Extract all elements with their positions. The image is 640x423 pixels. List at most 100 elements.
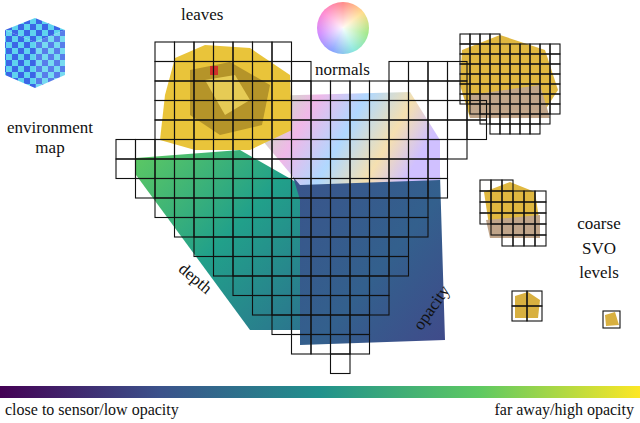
colorbar-label: close to sensor/low opacity [5,400,179,419]
grid-cell [155,101,175,121]
grid-cell [527,306,542,321]
grid-cell [409,120,429,140]
grid-cell [550,104,560,114]
grid-cell [272,42,292,62]
part-label: normals [315,60,370,80]
grid-cell [530,54,540,64]
grid-cell [214,62,234,82]
grid-cell [603,311,620,328]
grid-cell [214,179,234,199]
grid-cell [175,159,195,179]
grid-cell [331,101,351,121]
grid-cell [550,54,560,64]
grid-cell [331,237,351,257]
grid-cell [470,74,480,84]
grid-cell [194,159,214,179]
grid-cell [311,159,331,179]
grid-cell [331,276,351,296]
grid-cell [428,159,448,179]
grid-cell [428,101,448,121]
grid-cell [350,276,370,296]
grid-cell [175,81,195,101]
grid-cell [370,101,390,121]
grid-cell [550,74,560,84]
grid-cell [524,213,535,224]
grid-cell [233,62,253,82]
grid-cell [155,179,175,199]
grid-cell [136,140,156,160]
grid-cell [520,74,530,84]
grid-cell [370,120,390,140]
grid-cell [524,235,535,246]
grid-cell [272,276,292,296]
grid-cell [311,81,331,101]
grid-cell [502,235,513,246]
grid-cell [214,81,234,101]
grid-cell [272,159,292,179]
grid-cell [500,54,510,64]
grid-cell [253,198,273,218]
grid-cell [350,315,370,335]
grid-cell [490,74,500,84]
grid-cell [428,81,448,101]
grid-cell [350,198,370,218]
grid-cell [467,120,487,140]
grid-cell [194,198,214,218]
grid-cell [350,218,370,238]
grid-cell [233,159,253,179]
grid-cell [194,218,214,238]
grid-cell [214,42,234,62]
grid-cell [233,276,253,296]
grid-cell [350,296,370,316]
grid-cell [500,64,510,74]
grid-cell [480,74,490,84]
grid-cell [540,104,550,114]
grid-cell [272,218,292,238]
grid-cell [311,315,331,335]
grid-cell [502,202,513,213]
grid-cell [331,140,351,160]
grid-cell [311,335,331,355]
grid-cell [540,114,550,124]
grid-cell [272,81,292,101]
grid-cell [331,159,351,179]
grid-cell [253,237,273,257]
grid-cell [535,235,546,246]
grid-cell [292,315,312,335]
grid-cell [194,42,214,62]
grid-cell [513,202,524,213]
grid-cell [500,104,510,114]
grid-cell [491,202,502,213]
grid-cell [520,94,530,104]
grid-cell [331,120,351,140]
grid-cell [530,94,540,104]
grid-cell [311,120,331,140]
grid-cell [272,140,292,160]
grid-cell [214,237,234,257]
grid-cell [214,140,234,160]
grid-cell [331,81,351,101]
grid-cell [460,84,470,94]
grid-cell [409,218,429,238]
grid-cell [233,140,253,160]
grid-cell [136,179,156,199]
grid-cell [389,120,409,140]
coarse-thumbnails [460,35,619,326]
grid-cell [520,124,530,134]
grid-cell [155,140,175,160]
grid-cell [331,354,351,374]
grid-cell [409,159,429,179]
grid-cell [370,140,390,160]
grid-cell [530,74,540,84]
grid-cell [448,140,468,160]
grid-cell [311,198,331,218]
grid-cell [510,104,520,114]
grid-cell [350,159,370,179]
grid-cell [535,213,546,224]
grid-cell [470,84,480,94]
grid-cell [292,179,312,199]
grid-cell [409,62,429,82]
grid-cell [389,140,409,160]
grid-cell [116,159,136,179]
environment-cube [5,18,65,88]
